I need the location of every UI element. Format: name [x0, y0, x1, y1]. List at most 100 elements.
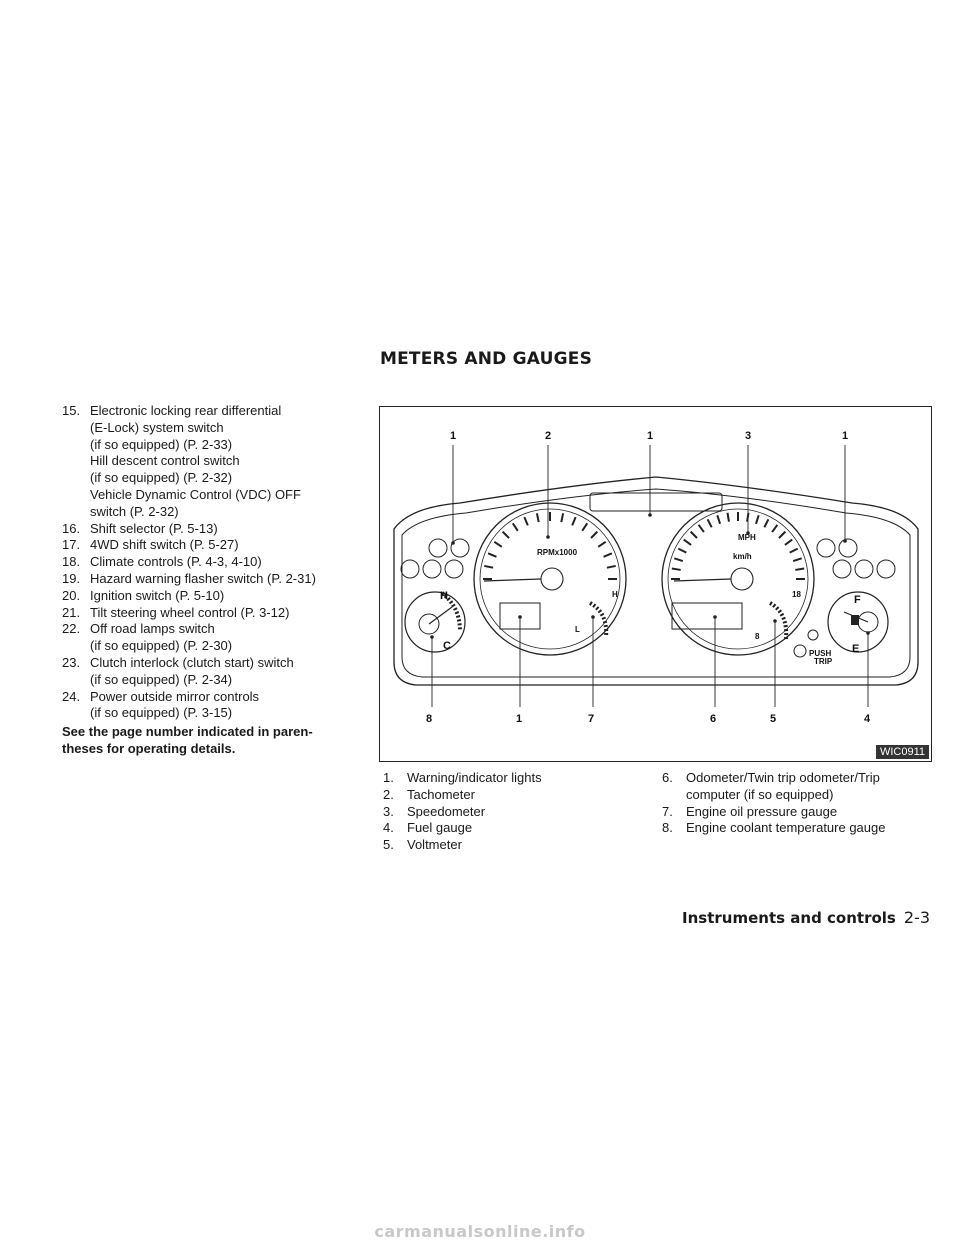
callout-bottom-5: 5 [770, 713, 776, 725]
list-item-text: Electronic locking rear differential [90, 403, 282, 418]
list-item-text: Tilt steering wheel control (P. 3-12) [90, 604, 290, 620]
list-item-text: 4WD shift switch (P. 5-27) [90, 537, 239, 553]
caption-item: 4.Fuel gauge [383, 820, 542, 837]
cluster-outer-housing [393, 476, 919, 686]
list-item: 23. Clutch interlock (clutch start) switc… [62, 655, 362, 689]
caption-text: Engine coolant temperature gauge [686, 820, 886, 836]
caption-text: Warning/indicator lights [407, 770, 542, 785]
gauge-tick [581, 522, 589, 532]
list-item: 19. Hazard warning flasher switch (P. 2-3… [62, 571, 362, 588]
tachometer: RPMx1000 H L [473, 502, 627, 656]
gauge-tick [706, 518, 713, 528]
list-item: 17. 4WD shift switch (P. 5-27) [62, 537, 362, 554]
list-item-text: (if so equipped) (P. 2-33) [90, 436, 233, 452]
instrument-cluster-figure: H C RPMx1000 H L MPH km/h 18 [379, 406, 932, 762]
gauge-tick [603, 552, 613, 558]
gauge-tick [487, 552, 497, 558]
gauge-tick [771, 524, 779, 533]
list-item: 24.Power outside mirror controls(if so e… [62, 689, 362, 723]
callout-bottom-1: 8 [426, 713, 432, 725]
gauge-tick [784, 538, 793, 546]
cluster-inner-housing [401, 488, 911, 678]
list-item-text: (if so equipped) (P. 2-34) [90, 671, 233, 687]
list-item-text: (if so equipped) (P. 2-30) [90, 638, 233, 654]
list-item-text: Hazard warning flasher switch (P. 2-31) [90, 570, 316, 586]
caption-number: 1. [383, 770, 394, 785]
callout-bottom-3: 7 [588, 713, 594, 725]
volt-low-label: 8 [755, 632, 760, 641]
list-item: 21.Tilt steering wheel control (P. 3-12) [62, 605, 362, 622]
gauge-tick [683, 538, 692, 546]
temp-low-label: C [443, 640, 451, 652]
gauge-tick [560, 513, 565, 523]
trip-label: TRIP [814, 657, 833, 666]
caption-text: Voltmeter [407, 837, 462, 853]
caption-number: 6. [662, 770, 673, 785]
caption-text: Speedometer [407, 803, 486, 819]
list-item-number: 19. [62, 570, 81, 586]
caption-number: 2. [383, 786, 394, 802]
callout-top-4: 3 [745, 430, 751, 442]
center-display [589, 492, 723, 512]
callout-bottom-4: 6 [710, 713, 716, 725]
gauge-tick [590, 530, 599, 539]
page-number: 2-3 [903, 908, 930, 927]
list-item-number: 23. [62, 654, 81, 670]
coolant-temp-gauge: H C [404, 590, 466, 653]
caption-text: Odometer/Twin trip odometer/Trip [686, 770, 880, 785]
list-item-text: (if so equipped) (P. 2-32) [90, 470, 233, 486]
gauge-tick [792, 557, 803, 563]
oil-low-label: L [575, 625, 580, 634]
list-item-text: (if so equipped) (P. 3-15) [90, 705, 233, 721]
caption-number: 4. [383, 820, 394, 836]
note-line: See the page number indicated in paren- [62, 724, 313, 740]
gauge-tick [671, 567, 681, 571]
caption-number: 3. [383, 803, 394, 819]
list-item-text: Clutch interlock (clutch start) switch [90, 654, 294, 670]
gauge-tick [673, 557, 684, 563]
gauge-tick [571, 516, 577, 526]
footer-title: Instruments and controls [682, 909, 896, 927]
list-item-number: 18. [62, 554, 81, 570]
gauge-tick [484, 564, 494, 569]
gauge-tick [716, 514, 722, 525]
gauge-tick [677, 547, 687, 554]
control-list: 15.Electronic locking rear differential(… [62, 403, 362, 757]
gauge-tick [606, 564, 616, 569]
gauge-tick [689, 530, 698, 539]
callout-top-1: 1 [450, 430, 456, 442]
gauge-tick [501, 530, 510, 539]
gauge-tick [726, 512, 730, 522]
list-item: 22. Off road lamps switch(if so equipped)… [62, 621, 362, 655]
caption-number: 7. [662, 803, 673, 819]
caption-item: 3. Speedometer [383, 804, 542, 821]
gauge-tick [511, 522, 519, 532]
operating-details-note: See the page number indicated in paren-t… [62, 724, 362, 757]
list-item-text: (E-Lock) system switch [90, 419, 224, 435]
speedometer: MPH km/h 18 8 [661, 502, 815, 656]
section-title: METERS AND GAUGES [380, 349, 593, 369]
caption-item: 5.Voltmeter [383, 837, 542, 854]
gauge-tick [763, 518, 770, 528]
oil-high-label: H [612, 590, 618, 599]
list-item-text: Ignition switch (P. 5-10) [90, 587, 225, 603]
speed-mph-label: MPH [738, 533, 756, 542]
caption-item: 8.Engine coolant temperature gauge [662, 820, 885, 837]
list-item-text: Hill descent control switch [90, 453, 240, 469]
callout-top-3: 1 [647, 430, 653, 442]
list-item-text: Climate controls (P. 4-3, 4-10) [90, 554, 262, 570]
temp-high-label: H [440, 590, 448, 602]
list-item-text: Power outside mirror controls [90, 688, 260, 704]
watermark: carmanualsonline.info [374, 1222, 586, 1241]
list-item: 16.Shift selector (P. 5-13) [62, 521, 362, 538]
tach-unit-label: RPMx1000 [537, 548, 578, 557]
instrument-cluster-diagram: H C RPMx1000 H L MPH km/h 18 [393, 430, 919, 725]
list-item-number: 22. [62, 621, 81, 637]
list-item-number: 17. [62, 537, 81, 553]
list-item-text: Vehicle Dynamic Control (VDC) OFF [90, 486, 301, 502]
list-item-text: Off road lamps switch [90, 621, 215, 637]
gauge-tick [778, 530, 787, 539]
gauge-tick [523, 516, 529, 526]
